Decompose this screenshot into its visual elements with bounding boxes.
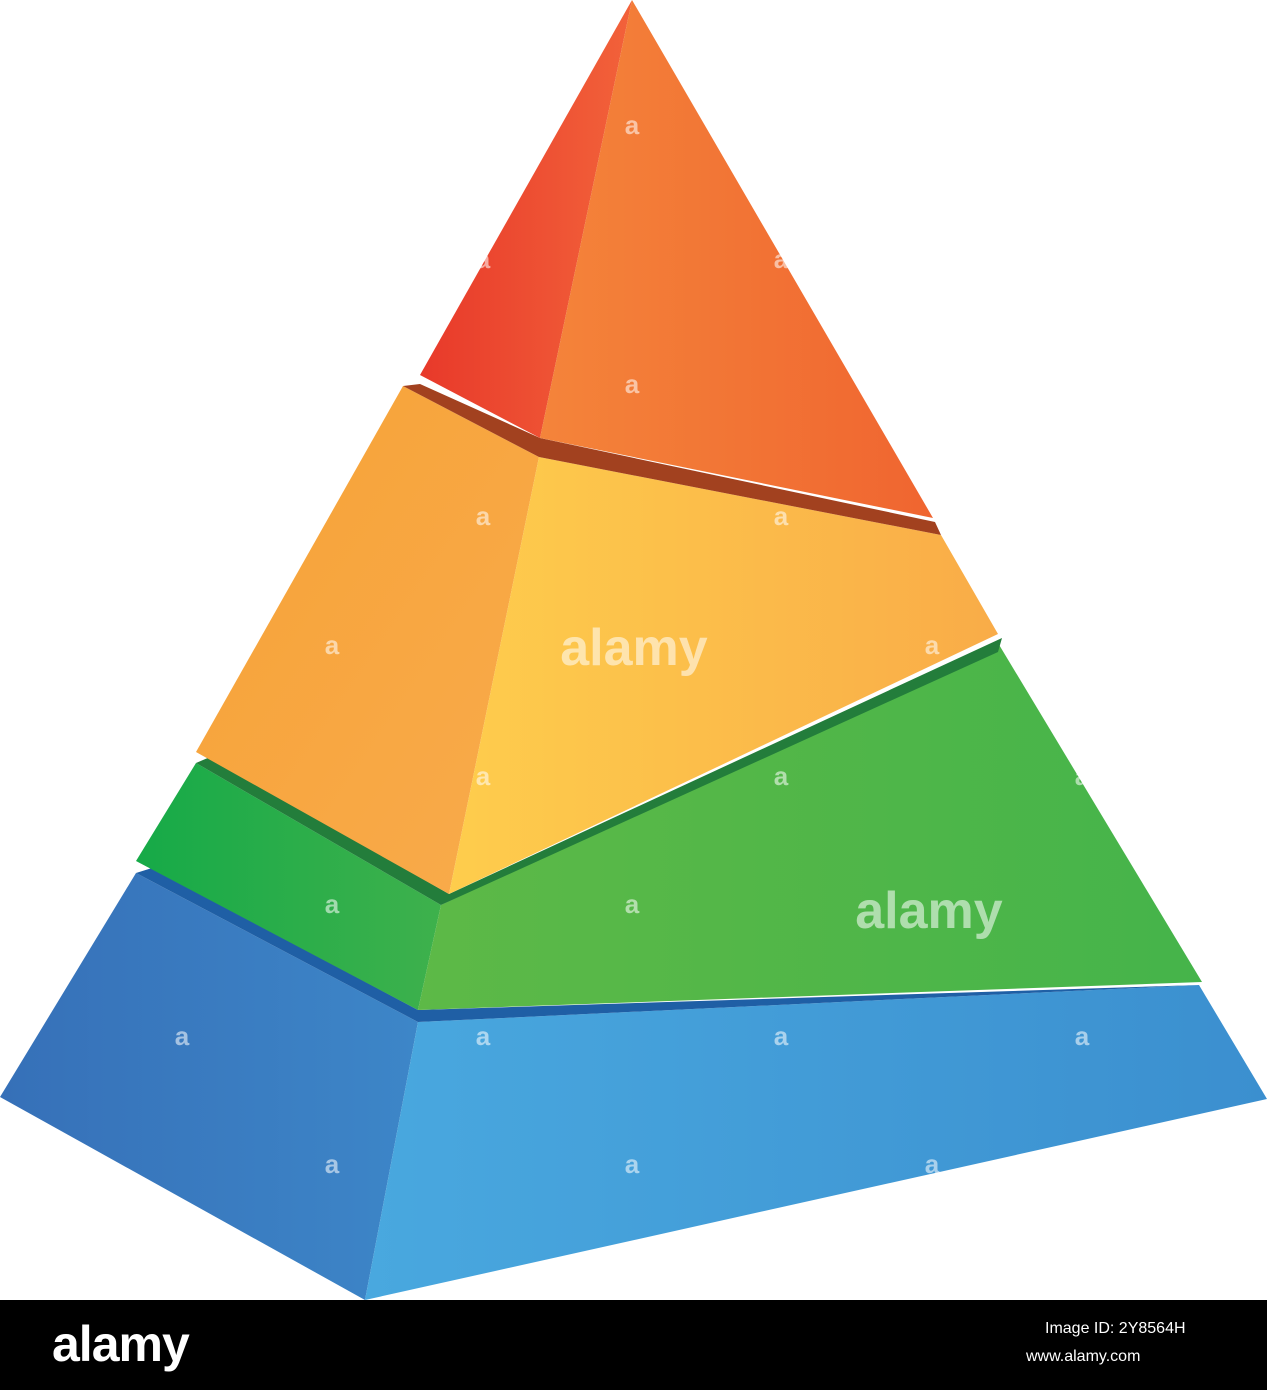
watermark-small: a <box>925 630 940 660</box>
watermark-small: a <box>774 1021 789 1051</box>
watermark-small: a <box>476 761 491 791</box>
layer-top-front-face <box>540 0 933 518</box>
pyramid-svg: alamy alamy a a a a a a a a a a a a a a … <box>0 0 1267 1300</box>
watermark-small: a <box>625 110 640 140</box>
pyramid-diagram: alamy alamy a a a a a a a a a a a a a a … <box>0 0 1267 1300</box>
watermark-small: a <box>325 1149 340 1179</box>
footer-bar: alamy Image ID: 2Y8564H www.alamy.com <box>0 1300 1267 1390</box>
pyramid-layer-lower-middle <box>136 638 1202 1010</box>
watermark-small: a <box>1075 1021 1090 1051</box>
watermark-small: a <box>476 244 491 274</box>
layer-top-left-face <box>420 0 632 438</box>
watermark-overlay: alamy alamy a a a a a a a a a a a a a a … <box>175 110 1090 1179</box>
footer-image-id: Image ID: 2Y8564H <box>1045 1320 1186 1337</box>
pyramid-layer-upper-middle <box>196 384 998 894</box>
watermark-small: a <box>774 501 789 531</box>
watermark-small: a <box>774 761 789 791</box>
watermark-small: a <box>925 1149 940 1179</box>
watermark-small: a <box>325 889 340 919</box>
layer-base-front-face <box>365 985 1267 1300</box>
footer-url[interactable]: www.alamy.com <box>1026 1348 1141 1365</box>
watermark-large: alamy <box>560 619 708 677</box>
watermark-small: a <box>175 1021 190 1051</box>
layer-lower-middle-left-face <box>136 763 441 1010</box>
watermark-small: a <box>476 501 491 531</box>
layer-lower-middle-front-face <box>418 643 1202 1010</box>
watermark-small: a <box>1075 761 1090 791</box>
layer-base-left-face <box>0 873 418 1300</box>
watermark-small: a <box>774 244 789 274</box>
pyramid-layer-top <box>420 0 933 518</box>
layer-upper-middle-shadow <box>403 384 941 535</box>
layer-upper-middle-front-face <box>449 457 998 894</box>
watermark-small: a <box>625 369 640 399</box>
watermark-small: a <box>325 630 340 660</box>
footer-logo[interactable]: alamy <box>52 1316 190 1372</box>
watermark-small: a <box>476 1021 491 1051</box>
watermark-small: a <box>625 1149 640 1179</box>
watermark-small: a <box>625 889 640 919</box>
layer-upper-middle-left-face <box>196 386 539 894</box>
pyramid-layer-base <box>0 868 1267 1300</box>
watermark-large: alamy <box>855 882 1003 940</box>
